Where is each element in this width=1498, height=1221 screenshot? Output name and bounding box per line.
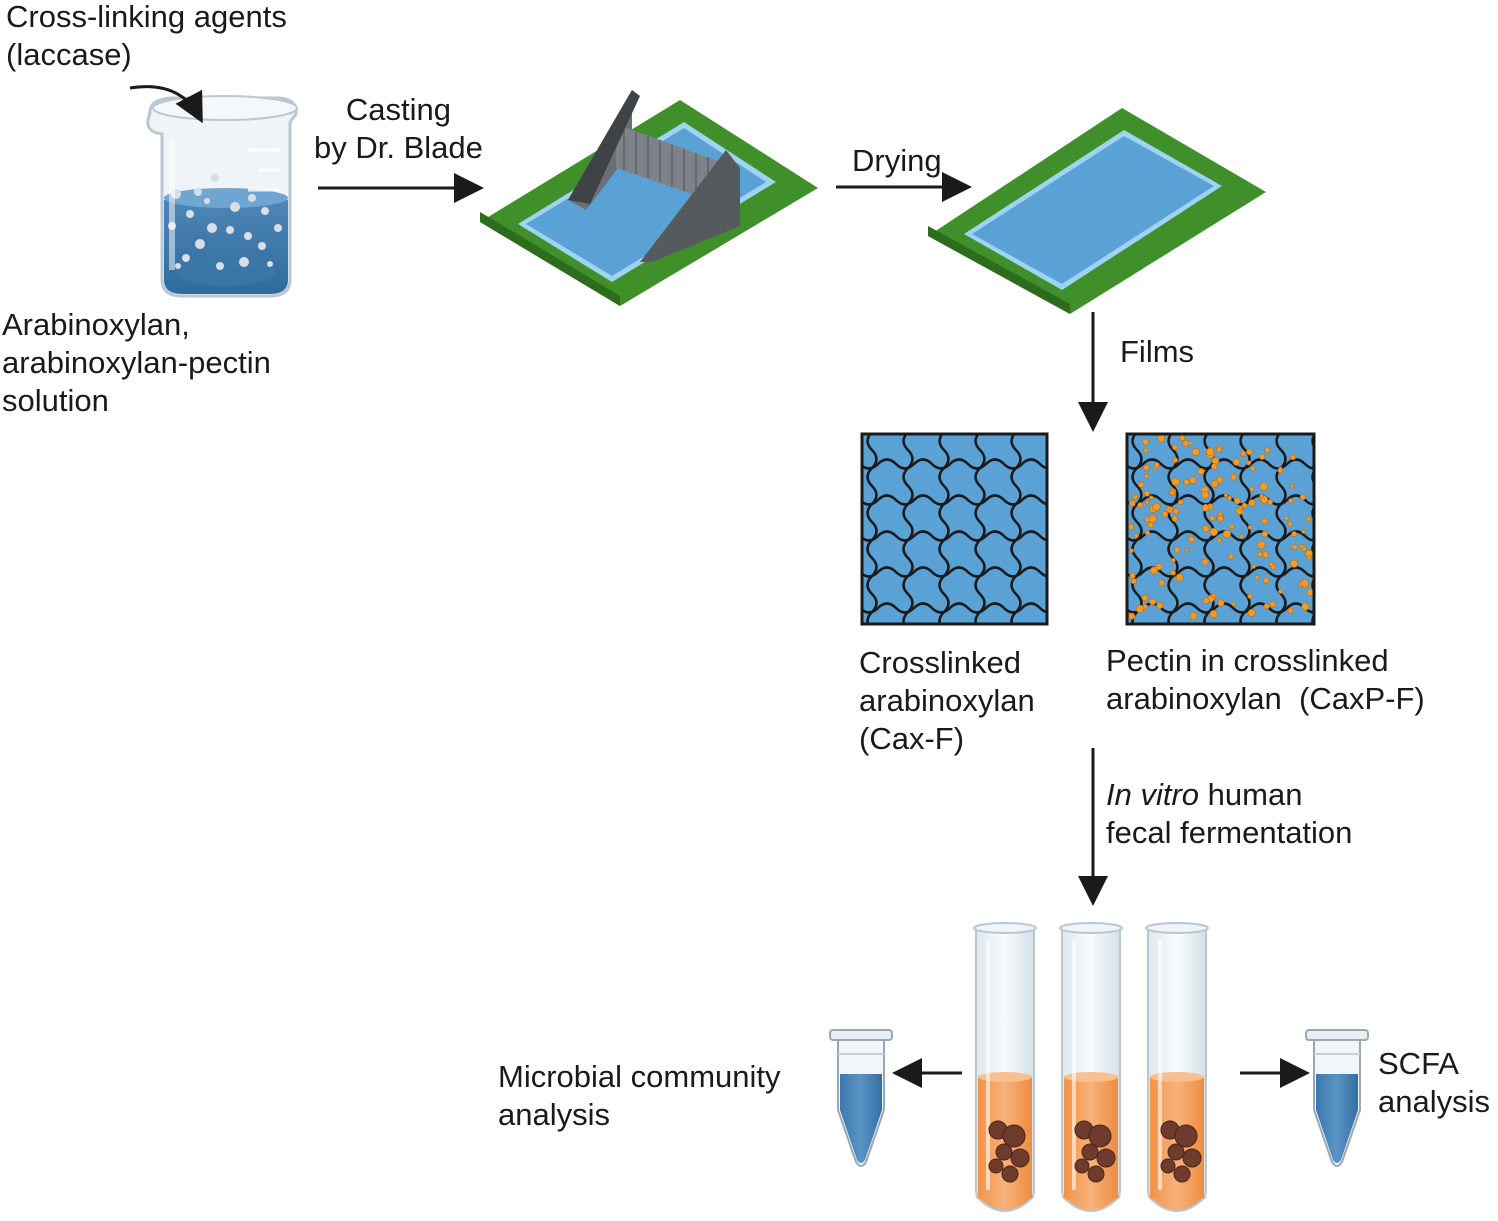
test-tubes-icon	[973, 922, 1209, 1212]
caxp-film-icon	[1125, 432, 1316, 626]
add-arrow	[129, 85, 203, 124]
human-text: human	[1199, 777, 1303, 812]
fermentation-label: In vitro human fecal fermentation	[1106, 777, 1353, 850]
drying-label: Drying	[852, 143, 942, 178]
eppendorf-tube-icon	[829, 1029, 893, 1167]
in-vitro-text: In vitro	[1106, 777, 1200, 812]
dried-film-plate-icon	[928, 108, 1266, 314]
crosslinker-label: Cross-linking agents(laccase)	[6, 0, 287, 72]
cax-film-icon	[860, 432, 1049, 626]
films-label: Films	[1120, 334, 1195, 369]
beaker-icon	[146, 95, 298, 298]
eppendorf-tube-icon	[1305, 1029, 1369, 1167]
casting-plate-icon	[480, 90, 818, 306]
